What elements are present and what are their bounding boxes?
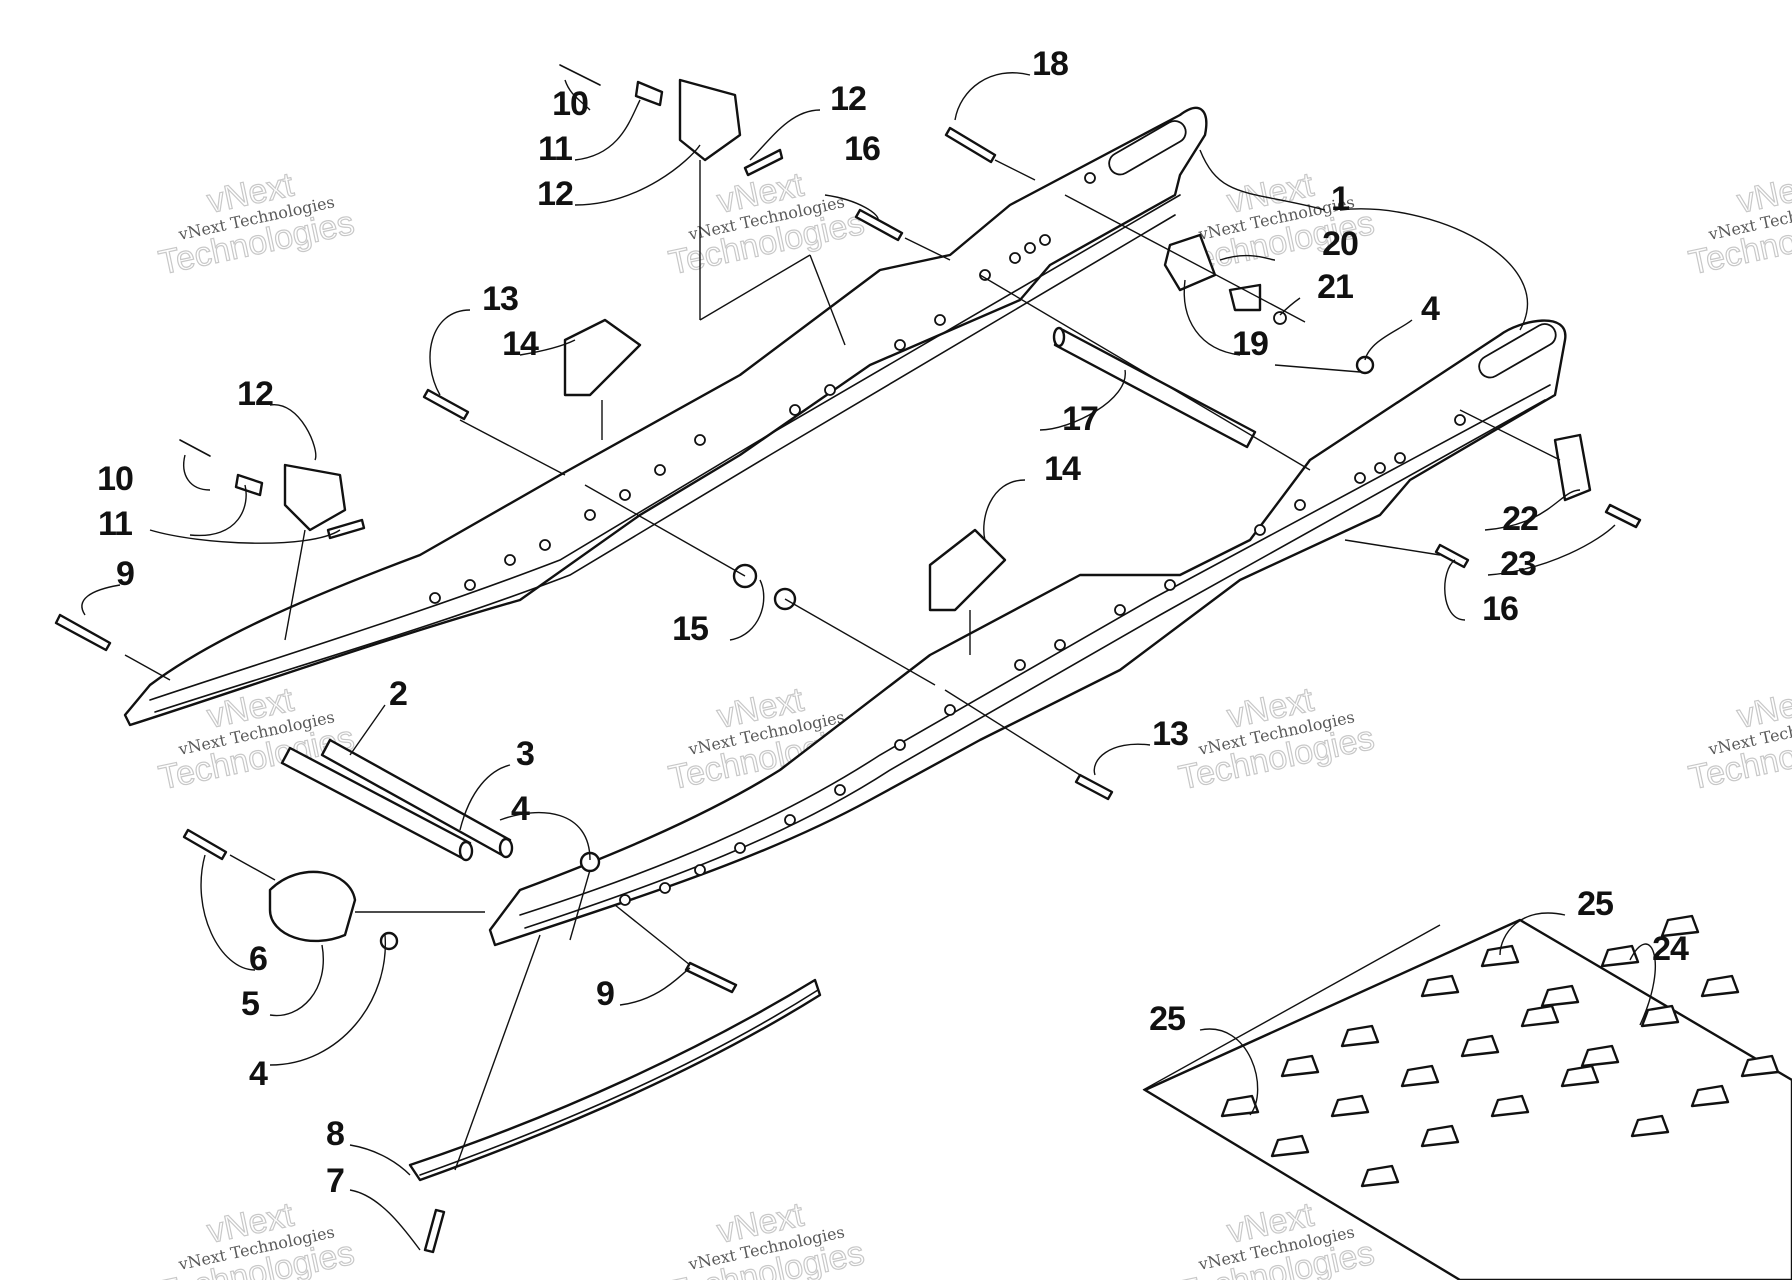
track-lug bbox=[1630, 1114, 1670, 1138]
callout-17: 17 bbox=[1062, 400, 1098, 438]
track-lug bbox=[1420, 974, 1460, 998]
callout-16: 16 bbox=[844, 130, 880, 168]
track-lug bbox=[1740, 1054, 1780, 1078]
callout-12: 12 bbox=[537, 175, 573, 213]
track-lug bbox=[1460, 1034, 1500, 1058]
callout-20: 20 bbox=[1322, 225, 1358, 263]
callout-7: 7 bbox=[326, 1162, 344, 1200]
callout-4: 4 bbox=[1421, 290, 1440, 328]
rail-right-holes bbox=[619, 414, 1466, 906]
callout-14: 14 bbox=[1044, 450, 1081, 488]
callout-1: 1 bbox=[1331, 180, 1349, 218]
track-lug bbox=[1280, 1054, 1320, 1078]
callout-15: 15 bbox=[672, 610, 708, 648]
callout-5: 5 bbox=[241, 985, 259, 1023]
track-lug bbox=[1340, 1024, 1380, 1048]
callout-18: 18 bbox=[1032, 45, 1068, 83]
callout-12: 12 bbox=[830, 80, 866, 118]
assembly-lines bbox=[124, 159, 1561, 1171]
callout-25: 25 bbox=[1149, 1000, 1185, 1038]
callout-11: 11 bbox=[98, 505, 132, 543]
track-lug bbox=[1520, 1004, 1560, 1028]
slide-rail-left bbox=[123, 106, 1208, 727]
track-lug bbox=[1270, 1134, 1310, 1158]
callout-8: 8 bbox=[326, 1115, 344, 1153]
callout-3: 3 bbox=[516, 735, 534, 773]
callout-13: 13 bbox=[1152, 715, 1188, 753]
track-lug bbox=[1480, 944, 1520, 968]
track-lug bbox=[1420, 1124, 1460, 1148]
drive-track bbox=[1143, 914, 1792, 1280]
callout-19: 19 bbox=[1232, 325, 1268, 363]
callout-9: 9 bbox=[116, 555, 134, 593]
hifax-slider bbox=[408, 978, 822, 1182]
callout-14: 14 bbox=[502, 325, 539, 363]
callout-16: 16 bbox=[1482, 590, 1518, 628]
callout-10: 10 bbox=[552, 85, 588, 123]
rail-left-holes bbox=[429, 172, 1096, 604]
track-lug bbox=[1540, 984, 1580, 1008]
track-lug bbox=[1660, 914, 1700, 938]
track-lug bbox=[1640, 1004, 1680, 1028]
track-lug bbox=[1400, 1064, 1440, 1088]
track-lug bbox=[1360, 1164, 1400, 1188]
callout-4: 4 bbox=[249, 1055, 268, 1093]
callout-11: 11 bbox=[538, 130, 572, 168]
hardware bbox=[54, 64, 1642, 1254]
callout-12: 12 bbox=[237, 375, 273, 413]
track-lug bbox=[1490, 1094, 1530, 1118]
callout-24: 24 bbox=[1652, 930, 1689, 968]
callout-9: 9 bbox=[596, 975, 614, 1013]
callout-21: 21 bbox=[1317, 268, 1353, 306]
track-lug bbox=[1330, 1094, 1370, 1118]
callout-4: 4 bbox=[511, 790, 530, 828]
track-lug bbox=[1220, 1094, 1260, 1118]
callout-13: 13 bbox=[482, 280, 518, 318]
callout-numbers: 1234445678991010111112121213131414151616… bbox=[97, 45, 1690, 1200]
callout-22: 22 bbox=[1502, 500, 1538, 538]
track-lug bbox=[1700, 974, 1740, 998]
callout-6: 6 bbox=[249, 940, 267, 978]
callout-2: 2 bbox=[389, 675, 407, 713]
leader-lines bbox=[81, 72, 1656, 1251]
slide-rail-right bbox=[488, 319, 1567, 947]
track-lug bbox=[1560, 1064, 1600, 1088]
callout-10: 10 bbox=[97, 460, 133, 498]
track-lug bbox=[1690, 1084, 1730, 1108]
cross-shafts bbox=[280, 326, 1257, 862]
callout-25: 25 bbox=[1577, 885, 1613, 923]
callout-23: 23 bbox=[1500, 545, 1536, 583]
track-lug bbox=[1600, 944, 1640, 968]
track-lug bbox=[1580, 1044, 1620, 1068]
